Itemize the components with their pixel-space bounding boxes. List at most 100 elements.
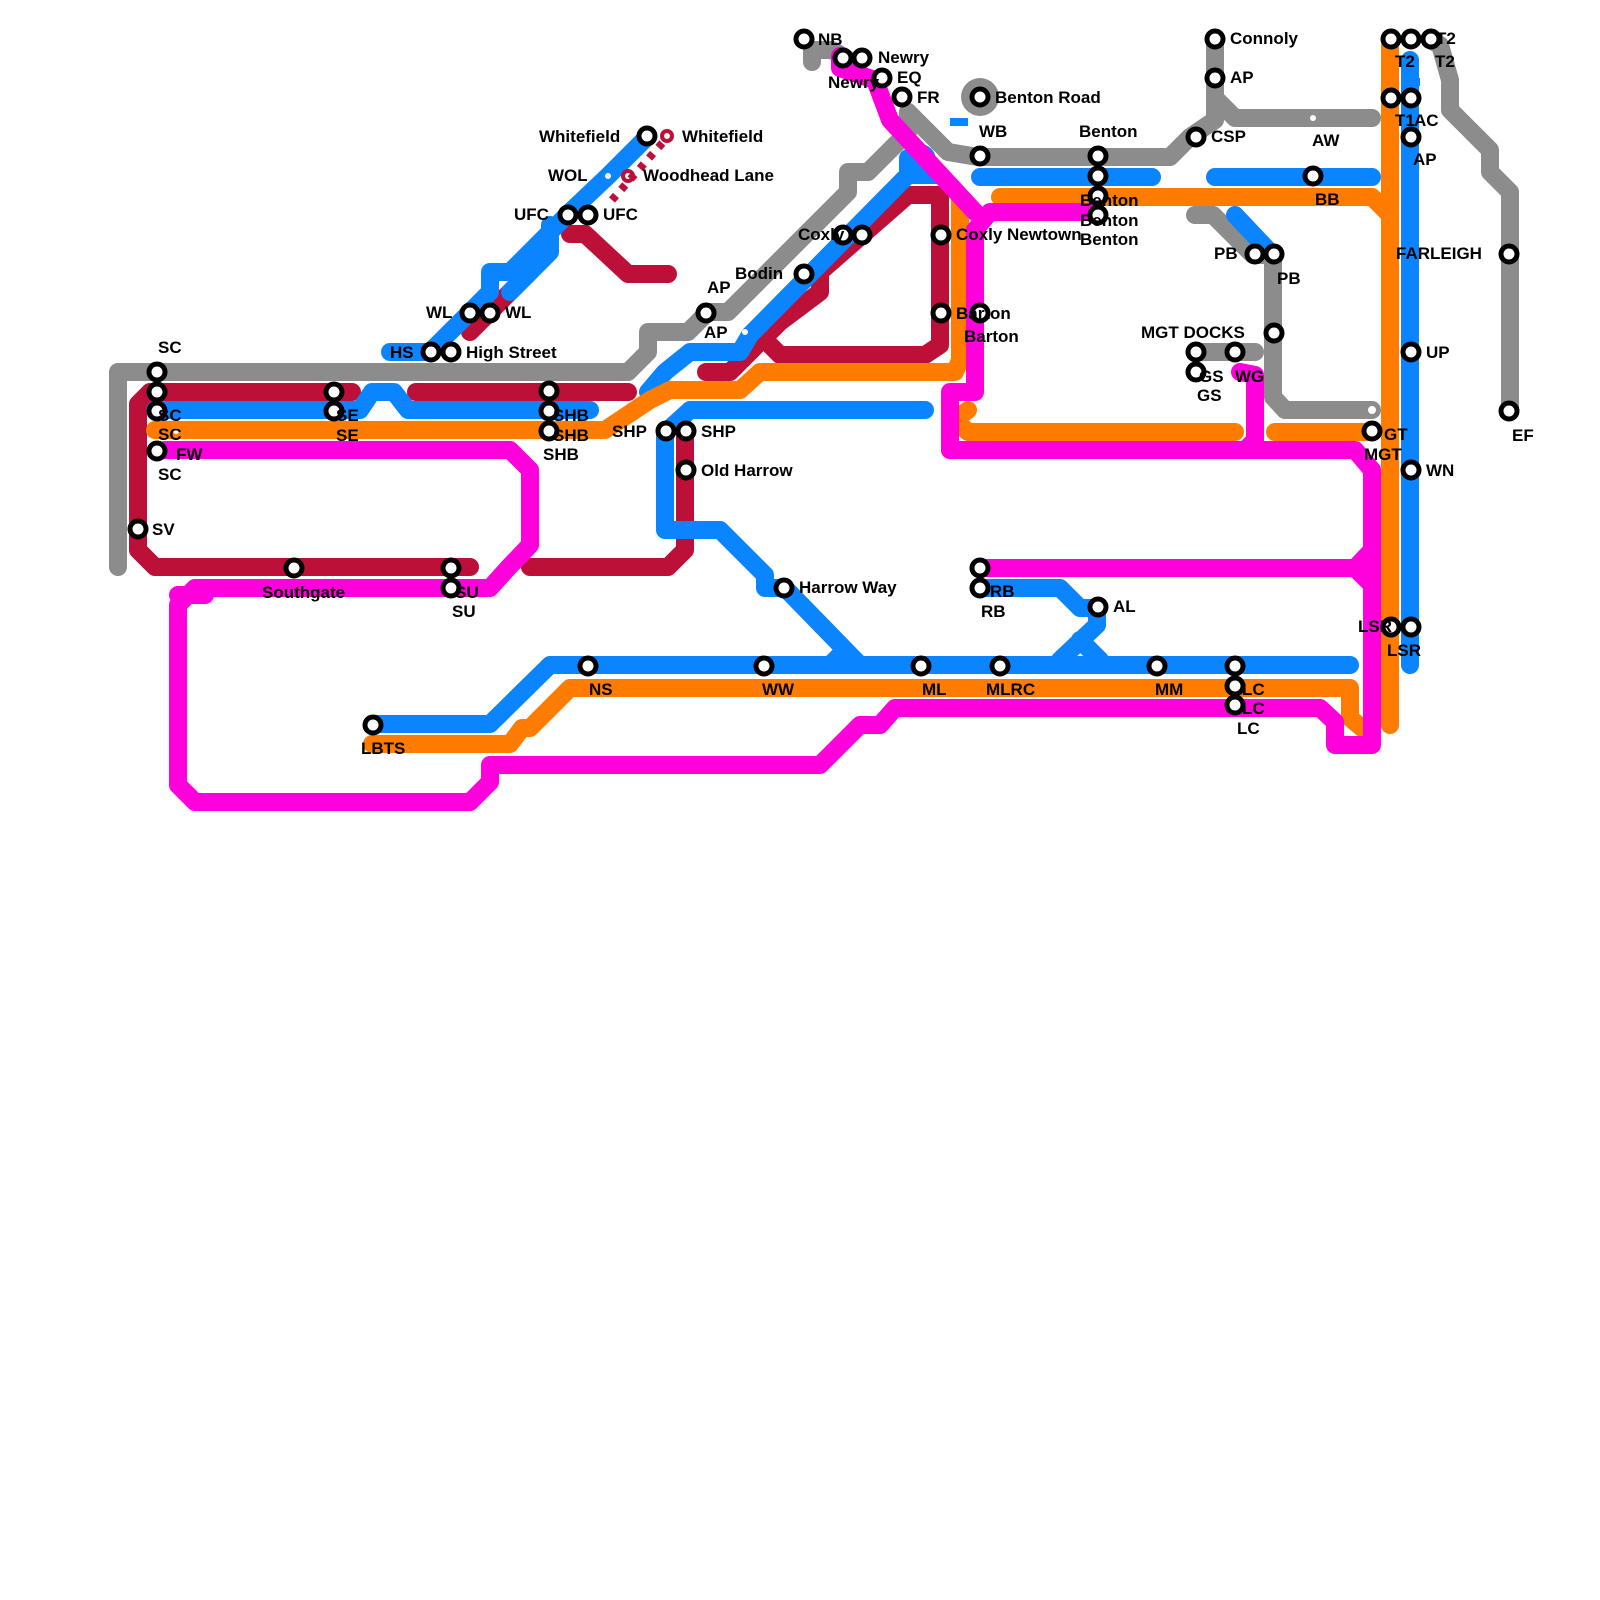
station[interactable] <box>1263 243 1285 265</box>
station[interactable] <box>459 302 481 324</box>
station[interactable] <box>891 86 913 108</box>
station[interactable] <box>851 47 873 69</box>
station[interactable] <box>989 655 1011 677</box>
station[interactable] <box>1263 322 1285 344</box>
station[interactable] <box>1361 420 1383 442</box>
station[interactable] <box>969 577 991 599</box>
station[interactable] <box>1380 87 1402 109</box>
station[interactable] <box>1224 675 1246 697</box>
station[interactable] <box>1087 204 1109 226</box>
station-label: Southgate <box>262 583 345 602</box>
station-label: LC <box>1237 719 1260 738</box>
station-label: SC <box>158 406 182 425</box>
station[interactable] <box>1185 361 1207 383</box>
station[interactable] <box>323 381 345 403</box>
station-label: T2 <box>1436 29 1456 48</box>
station[interactable] <box>440 577 462 599</box>
station[interactable] <box>538 420 560 442</box>
station[interactable] <box>146 381 168 403</box>
station[interactable] <box>1400 616 1422 638</box>
station-label: GS <box>1197 386 1222 405</box>
station[interactable] <box>440 557 462 579</box>
station[interactable] <box>1185 341 1207 363</box>
station[interactable] <box>1244 243 1266 265</box>
station-label: Barton <box>956 304 1011 323</box>
station[interactable] <box>1400 341 1422 363</box>
station[interactable] <box>577 204 599 226</box>
station[interactable] <box>793 263 815 285</box>
station[interactable] <box>851 224 873 246</box>
station[interactable] <box>362 714 384 736</box>
station-label: RB <box>981 602 1006 621</box>
station-label: RB <box>990 582 1015 601</box>
station[interactable] <box>1400 126 1422 148</box>
station-label: LC <box>1242 699 1265 718</box>
station-label: AP <box>1413 150 1437 169</box>
station[interactable] <box>695 302 717 324</box>
station[interactable] <box>969 557 991 579</box>
station[interactable] <box>1224 655 1246 677</box>
station[interactable] <box>577 655 599 677</box>
station[interactable] <box>793 28 815 50</box>
station[interactable] <box>283 557 305 579</box>
station[interactable] <box>557 204 579 226</box>
station[interactable] <box>1204 28 1226 50</box>
station[interactable] <box>930 302 952 324</box>
station[interactable] <box>636 125 658 147</box>
station[interactable] <box>1380 616 1402 638</box>
station[interactable] <box>1380 28 1402 50</box>
station[interactable] <box>753 655 775 677</box>
station-label: WB <box>979 122 1007 141</box>
station[interactable] <box>910 655 932 677</box>
station[interactable] <box>1302 165 1324 187</box>
route-crimson <box>129 186 949 576</box>
station-label: Old Harrow <box>701 461 793 480</box>
station[interactable] <box>323 400 345 422</box>
station[interactable] <box>420 341 442 363</box>
station[interactable] <box>1498 400 1520 422</box>
station[interactable] <box>1420 28 1442 50</box>
station[interactable] <box>1087 165 1109 187</box>
station[interactable] <box>440 341 462 363</box>
station[interactable] <box>146 440 168 462</box>
station[interactable] <box>871 67 893 89</box>
station[interactable] <box>1498 243 1520 265</box>
station-label: Newry <box>828 73 880 92</box>
station[interactable] <box>1087 596 1109 618</box>
platform-marker-wb <box>950 118 968 126</box>
station[interactable] <box>146 400 168 422</box>
station[interactable] <box>930 224 952 246</box>
station[interactable] <box>969 302 991 324</box>
station[interactable] <box>1087 185 1109 207</box>
station[interactable] <box>146 361 168 383</box>
station-label: SC <box>158 338 182 357</box>
station[interactable] <box>1185 126 1207 148</box>
station[interactable] <box>1204 67 1226 89</box>
station[interactable] <box>1400 459 1422 481</box>
station[interactable] <box>832 224 854 246</box>
station[interactable] <box>655 420 677 442</box>
station-label: ML <box>922 680 947 699</box>
station[interactable] <box>675 459 697 481</box>
station[interactable] <box>1224 694 1246 716</box>
station-label: BB <box>1315 190 1340 209</box>
station[interactable] <box>1224 341 1246 363</box>
station[interactable] <box>479 302 501 324</box>
station-label: AP <box>707 278 731 297</box>
station[interactable] <box>127 518 149 540</box>
station[interactable] <box>538 400 560 422</box>
station[interactable] <box>1400 87 1422 109</box>
station[interactable] <box>969 145 991 167</box>
station[interactable] <box>1146 655 1168 677</box>
station[interactable] <box>832 47 854 69</box>
station[interactable] <box>969 86 991 108</box>
station[interactable] <box>675 420 697 442</box>
platform-marker-t2 <box>1402 78 1420 86</box>
station-label: Benton <box>1079 122 1138 141</box>
station[interactable] <box>1087 145 1109 167</box>
station-label: WL <box>505 303 531 322</box>
station[interactable] <box>773 577 795 599</box>
station[interactable] <box>538 380 560 402</box>
station-label: AW <box>1312 131 1340 150</box>
station[interactable] <box>1400 28 1422 50</box>
